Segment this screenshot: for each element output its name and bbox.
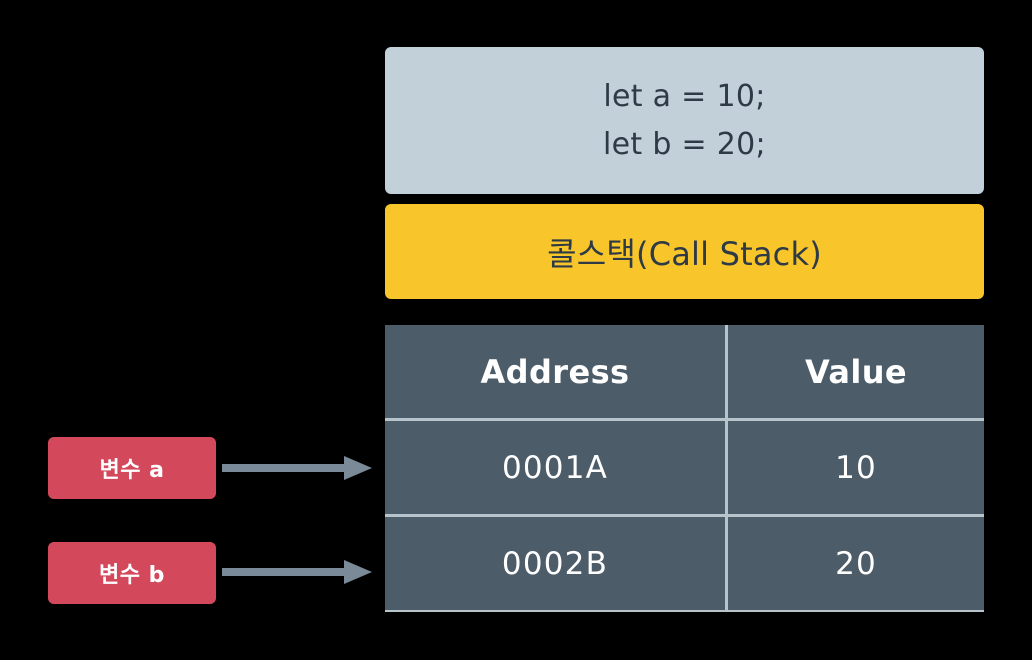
- code-snippet-panel: let a = 10; let b = 20;: [385, 47, 984, 194]
- table-column-divider: [725, 421, 728, 514]
- table-row: 0001A 10: [385, 421, 984, 514]
- table-cell-address-0: 0001A: [385, 421, 725, 514]
- table-cell-value-1: 20: [728, 517, 984, 610]
- table-cell-address-0-text: 0001A: [501, 449, 609, 486]
- table-row-divider-1: [385, 418, 984, 421]
- variable-tag-b-label: 변수 b: [99, 563, 165, 588]
- arrow-variable-a-to-row-icon: [222, 454, 372, 482]
- table-header-row: Address Value: [385, 325, 984, 418]
- code-line-1: let a = 10;: [603, 78, 766, 114]
- table-row-divider-2: [385, 514, 984, 517]
- table-column-divider: [725, 325, 728, 418]
- table-header-value-label: Value: [804, 352, 908, 391]
- variable-tag-a-label: 변수 a: [99, 458, 165, 483]
- variable-tag-b: 변수 b: [48, 542, 216, 604]
- table-cell-value-0-text: 10: [835, 449, 877, 486]
- memory-table: Address Value 0001A 10 0002B 20: [385, 325, 984, 612]
- table-header-value: Value: [728, 325, 984, 418]
- table-cell-address-1-text: 0002B: [501, 545, 609, 582]
- table-cell-value-0: 10: [728, 421, 984, 514]
- call-stack-banner: 콜스택(Call Stack): [385, 204, 984, 299]
- table-column-divider: [725, 517, 728, 610]
- call-stack-banner-label: 콜스택(Call Stack): [547, 234, 822, 273]
- code-line-2: let b = 20;: [603, 126, 766, 162]
- table-cell-value-1-text: 20: [835, 545, 877, 582]
- table-header-address: Address: [385, 325, 725, 418]
- table-cell-address-1: 0002B: [385, 517, 725, 610]
- table-header-address-label: Address: [480, 352, 630, 391]
- arrow-variable-b-to-row-icon: [222, 558, 372, 586]
- variable-tag-a: 변수 a: [48, 437, 216, 499]
- table-row: 0002B 20: [385, 517, 984, 610]
